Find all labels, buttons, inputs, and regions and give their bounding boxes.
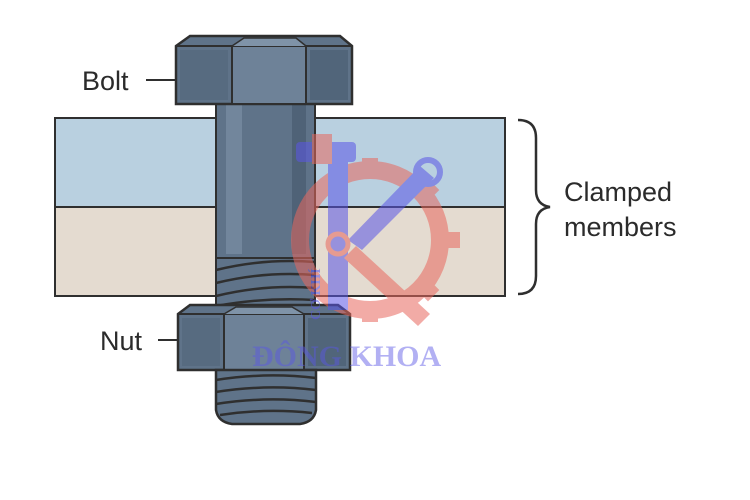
clamped-brace	[517, 118, 551, 296]
gear-hub	[325, 231, 351, 257]
watermark-logo: CƠ KHÍ ĐÔNG KHOA	[252, 134, 460, 373]
watermark-brand-name: ĐÔNG KHOA	[252, 340, 442, 373]
nut-label: Nut	[100, 326, 143, 356]
hammer-icon	[296, 134, 356, 164]
clamped-members-label-line2: members	[564, 212, 677, 242]
leader-lines	[146, 79, 178, 341]
gear-icon	[291, 158, 460, 322]
shank-threads	[215, 257, 316, 309]
bolt-label: Bolt	[82, 66, 129, 96]
clamped-members-label-line1: Clamped	[564, 177, 672, 207]
watermark-arc-text: CƠ KHÍ	[307, 268, 324, 320]
bolt-tail-threads	[214, 368, 318, 426]
bolt-head	[174, 34, 354, 106]
nut	[176, 303, 352, 372]
